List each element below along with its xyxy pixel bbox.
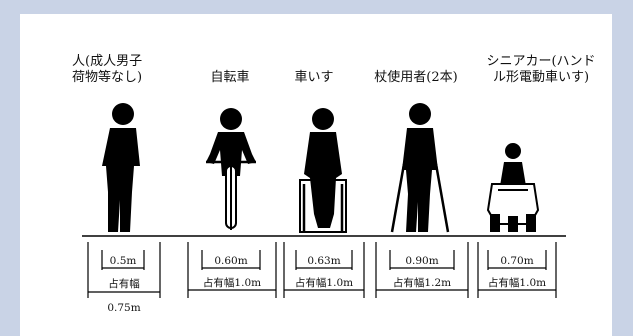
label-bicycle: 自転車 xyxy=(210,70,250,85)
label-senior-car: シニアカー(ハンド ル形電動車いす) xyxy=(486,54,596,85)
diagram-panel: 人(成人男子 荷物等なし) 自転車 車いす 杖使用者(2本) シニアカー(ハンド… xyxy=(20,14,612,336)
occupied-bicycle: 占有幅1.0m xyxy=(202,277,262,289)
width-cane-user: 0.90m xyxy=(405,255,439,267)
width-wheelchair: 0.63m xyxy=(307,255,341,267)
occupied-person-label: 占有幅 xyxy=(108,278,140,290)
figures-illustration xyxy=(82,103,566,298)
label-cane-user: 杖使用者(2本) xyxy=(374,70,458,85)
senior-car-figure xyxy=(486,143,540,232)
dimension-lines xyxy=(87,242,557,298)
label-person: 人(成人男子 荷物等なし) xyxy=(72,54,143,85)
width-person: 0.5m xyxy=(109,255,137,267)
width-bicycle: 0.60m xyxy=(214,255,248,267)
occupied-wheelchair: 占有幅1.0m xyxy=(294,277,354,289)
occupied-cane-user: 占有幅1.2m xyxy=(392,277,452,289)
occupied-senior-car: 占有幅1.0m xyxy=(487,277,547,289)
occupied-person-value: 0.75m xyxy=(107,302,141,314)
person-figure xyxy=(102,103,140,232)
bicycle-figure xyxy=(206,108,256,230)
label-wheelchair: 車いす xyxy=(294,70,334,85)
width-senior-car: 0.70m xyxy=(500,255,534,267)
wheelchair-figure xyxy=(299,108,347,233)
cane-user-figure xyxy=(390,103,450,233)
